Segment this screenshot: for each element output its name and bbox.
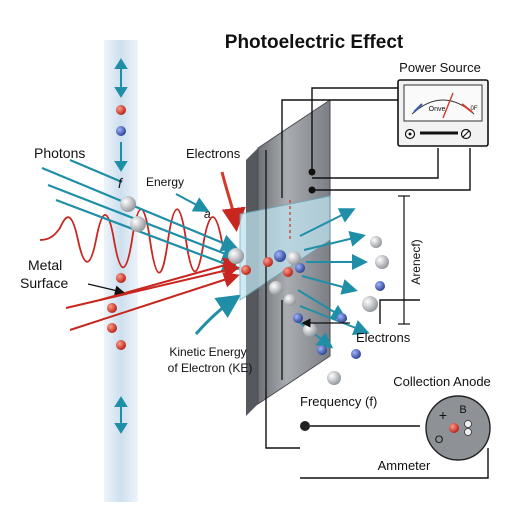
column-electron-red bbox=[116, 340, 126, 350]
label-electrons-top: Electrons bbox=[186, 146, 241, 161]
junction-dot bbox=[308, 168, 316, 176]
circuit-wires bbox=[265, 87, 489, 479]
power-meter-icon bbox=[397, 79, 489, 147]
label-photon-f: f bbox=[118, 175, 124, 191]
column-arrow-mid bbox=[114, 142, 128, 172]
anode-plus: + bbox=[439, 407, 447, 423]
junction-dot bbox=[308, 186, 316, 194]
label-collection-anode: Collection Anode bbox=[393, 374, 491, 389]
label-ke-1: Kinetic Energy bbox=[169, 345, 246, 359]
label-metal-surface-1: Metal bbox=[28, 257, 62, 273]
glass-window bbox=[239, 195, 331, 301]
ammeter-terminal bbox=[300, 421, 310, 431]
ray-electron bbox=[107, 323, 117, 333]
emitted-electron-arrows bbox=[293, 208, 370, 349]
label-photons: Photons bbox=[34, 145, 85, 161]
energy-arrow bbox=[175, 193, 210, 212]
label-metal-surface-2: Surface bbox=[20, 275, 68, 291]
meter-text: Onve bbox=[429, 106, 446, 113]
anode-o: O bbox=[435, 434, 444, 446]
page-title: Photoelectric Effect bbox=[225, 32, 404, 53]
ke-curve-arrow bbox=[194, 294, 241, 335]
arenecf-dimension bbox=[398, 195, 410, 325]
photon-particle bbox=[120, 196, 136, 212]
label-frequency: Frequency (f) bbox=[300, 394, 377, 409]
label-power-source: Power Source bbox=[399, 60, 481, 75]
meter-scale-right: 0F bbox=[470, 106, 477, 112]
electron-cluster bbox=[228, 236, 389, 385]
label-arenecf: Arenecf) bbox=[409, 239, 423, 284]
label-ke-2: of Electron (KE) bbox=[168, 361, 253, 375]
column-arrow-top bbox=[114, 58, 128, 98]
label-electrons-right: Electrons bbox=[356, 330, 411, 345]
column-electron-red bbox=[116, 105, 126, 115]
column-electron-blue bbox=[116, 126, 126, 136]
column-arrow-bottom bbox=[114, 396, 128, 434]
electrons-curve-arrow bbox=[220, 171, 246, 232]
anode-icon bbox=[425, 395, 491, 461]
label-energy-symbol: a bbox=[204, 207, 211, 221]
label-ammeter: Ammeter bbox=[378, 458, 431, 473]
plate-wires bbox=[265, 140, 283, 390]
photon-particle bbox=[130, 216, 146, 232]
label-energy: Energy bbox=[146, 175, 184, 189]
light-wave bbox=[39, 208, 241, 274]
photon-beams bbox=[41, 158, 241, 272]
anode-b: B bbox=[459, 404, 466, 416]
column-electron-red bbox=[116, 273, 126, 283]
metal-pointer-arrow bbox=[87, 283, 125, 296]
ray-electron bbox=[107, 303, 117, 313]
